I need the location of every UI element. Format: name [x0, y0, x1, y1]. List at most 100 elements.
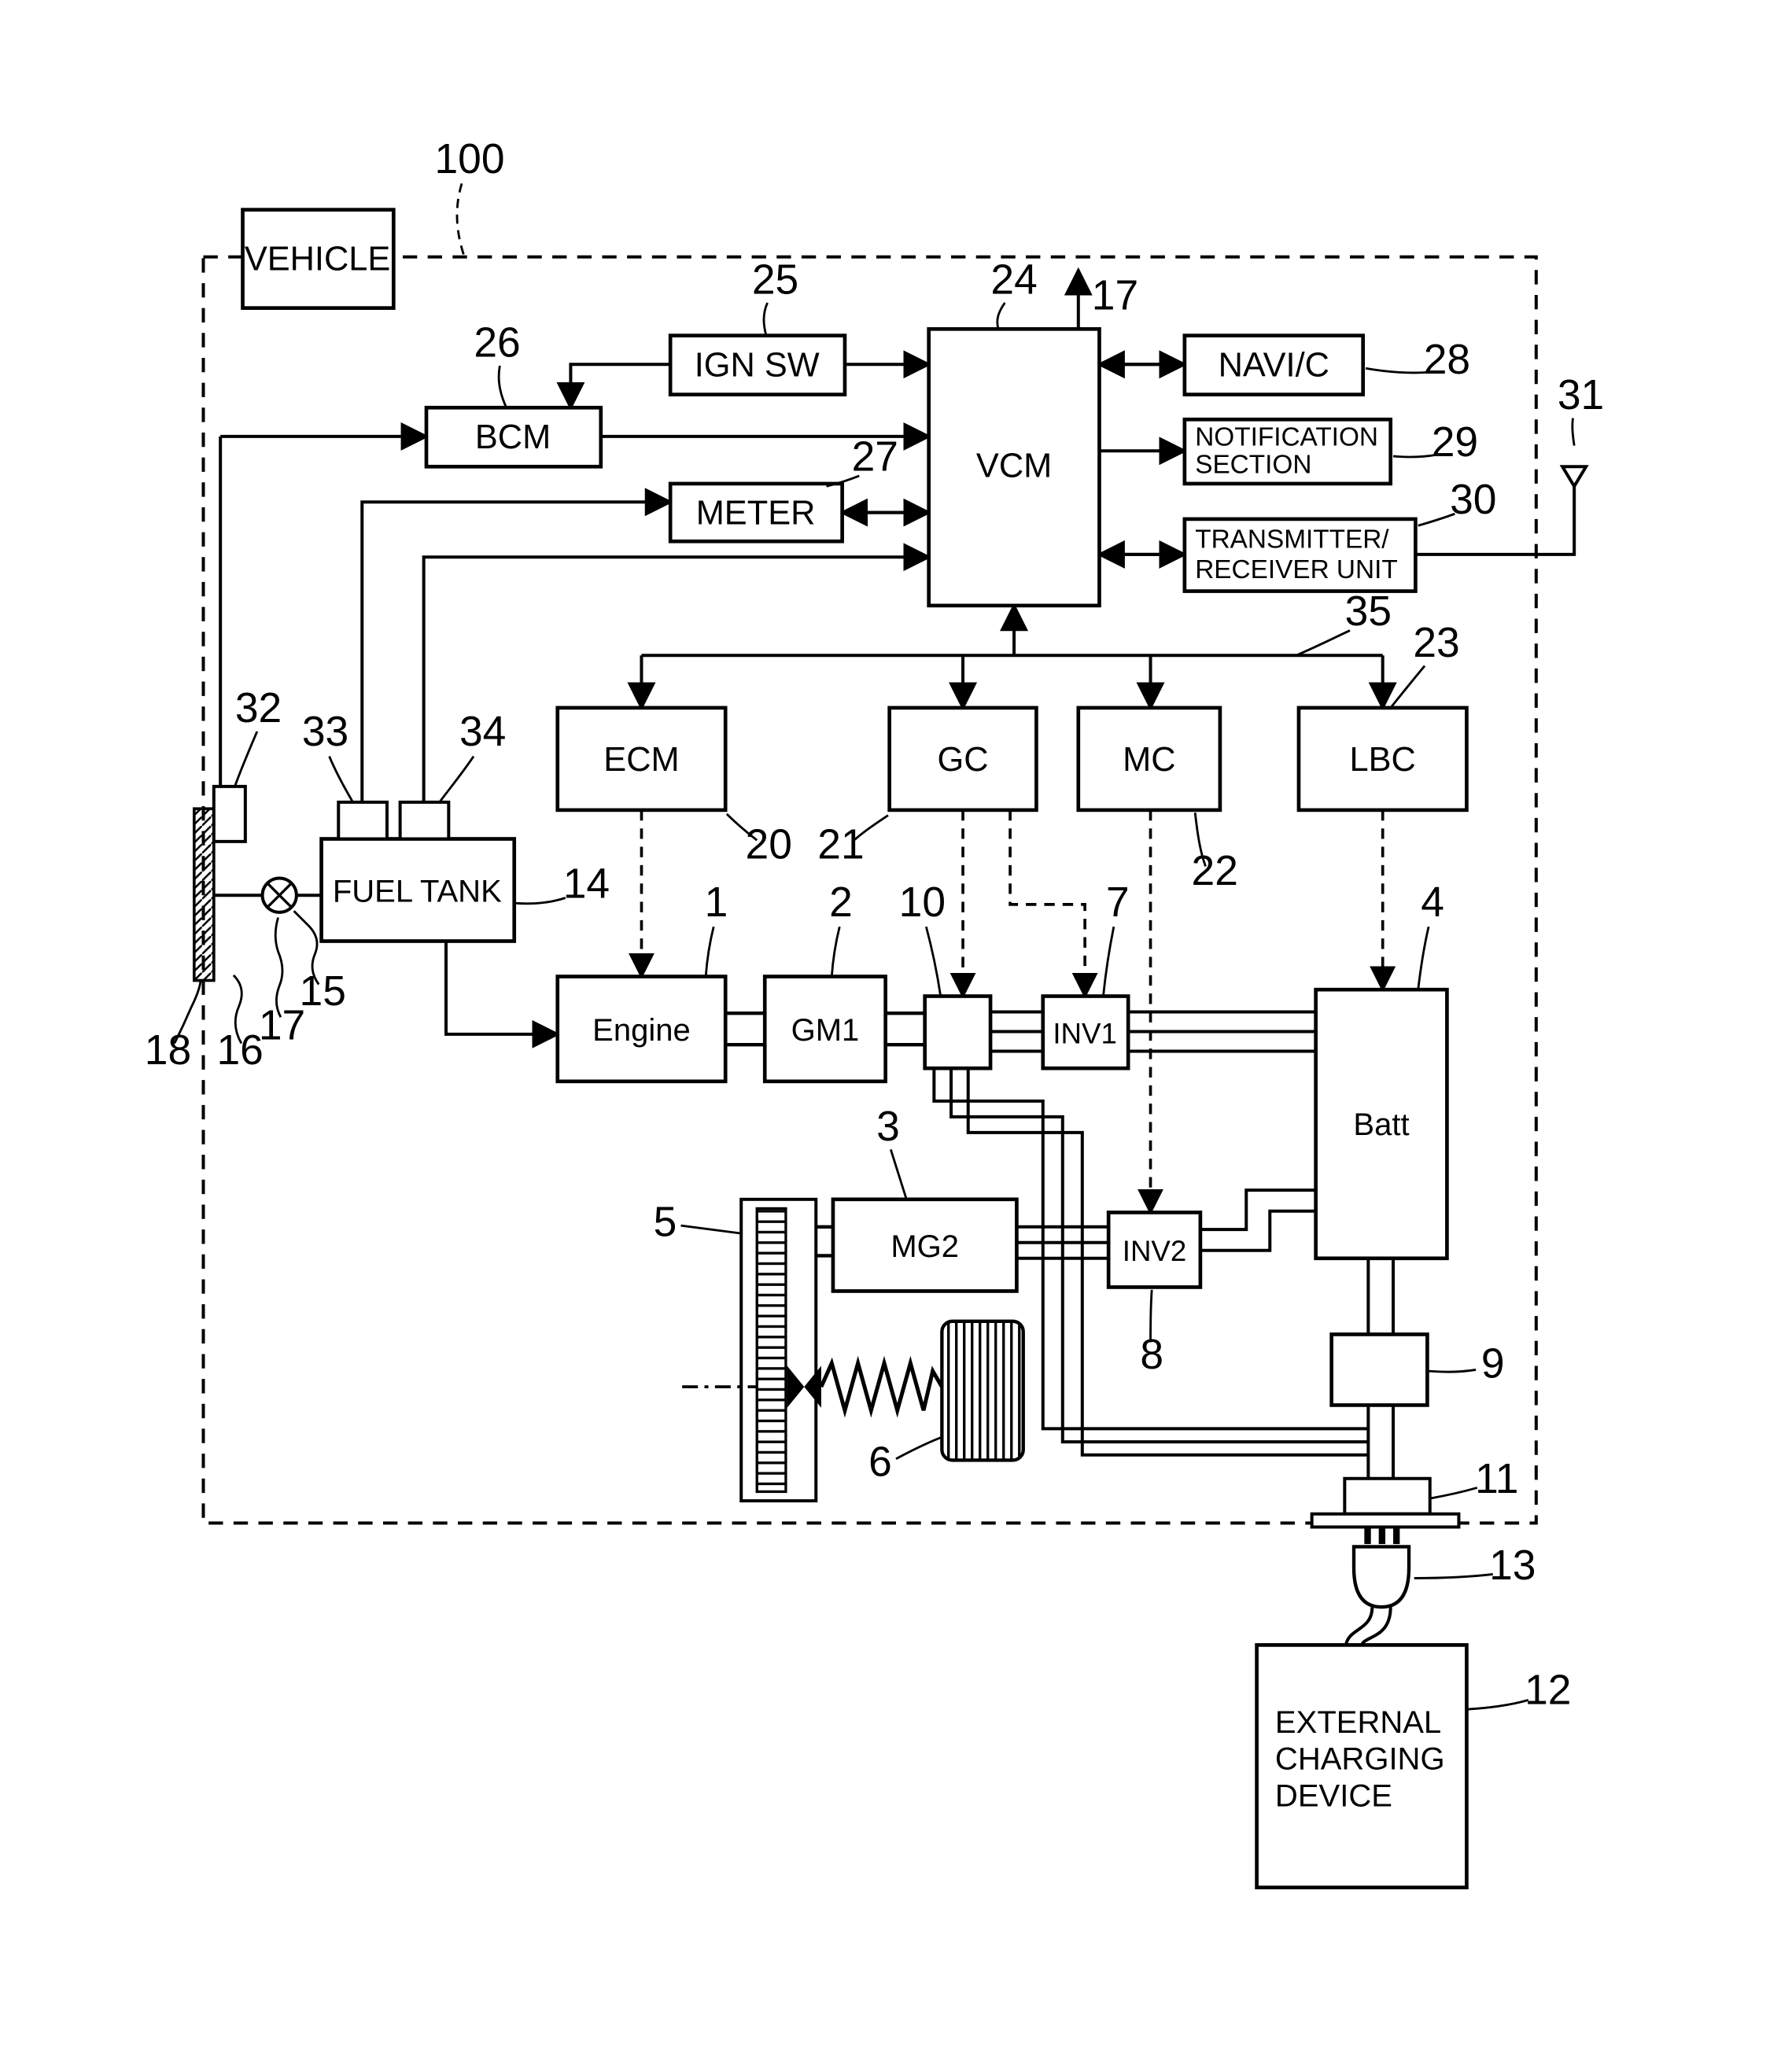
mg2-label: MG2: [890, 1229, 959, 1264]
ref-18: 18: [145, 1027, 191, 1074]
ref-11: 11: [1475, 1456, 1518, 1502]
bcm-label: BCM: [475, 418, 551, 456]
inv2-block: INV2: [1106, 1211, 1203, 1289]
ign-sw-block: IGN SW: [668, 333, 847, 396]
ref-17-vcm-arrow: 17: [1092, 272, 1138, 319]
ign-sw-label: IGN SW: [695, 346, 820, 384]
ref-33: 33: [302, 709, 348, 755]
ref-29: 29: [1432, 419, 1478, 466]
ref-32: 32: [235, 685, 282, 731]
gear-rack: [755, 1207, 787, 1494]
ref-30: 30: [1450, 477, 1496, 523]
filler-lid-plate: [192, 807, 216, 982]
mc-label: MC: [1123, 741, 1175, 779]
component-blocks: VEHICLE IGN SW BCM METER VCM NAVI/C NOTI…: [241, 208, 1469, 1890]
batt-label: Batt: [1353, 1107, 1409, 1142]
lbc-block: LBC: [1296, 706, 1469, 813]
bcm-block: BCM: [424, 405, 603, 469]
lid-opener-unit: [212, 784, 247, 843]
ref-7: 7: [1106, 879, 1130, 926]
fuel-sensor-34: [398, 800, 451, 841]
gm1-label: GM1: [791, 1013, 860, 1048]
gm1-block: GM1: [762, 975, 887, 1084]
inv2-label: INV2: [1123, 1235, 1187, 1267]
engine-block: Engine: [555, 975, 728, 1084]
inv1-block: INV1: [1041, 994, 1130, 1071]
ref-4: 4: [1421, 879, 1444, 926]
junction-10-block: [923, 994, 993, 1071]
ref-21: 21: [817, 822, 864, 868]
lbc-label: LBC: [1350, 741, 1416, 779]
ref-3: 3: [876, 1104, 900, 1150]
fuel-tank-block: FUEL TANK: [319, 800, 517, 943]
ref-9: 9: [1481, 1340, 1505, 1387]
gc-label: GC: [938, 741, 989, 779]
navi-block: NAVI/C: [1182, 333, 1366, 396]
ref-24: 24: [990, 256, 1037, 303]
transmitter-block: TRANSMITTER/ RECEIVER UNIT: [1182, 517, 1418, 593]
ref-31: 31: [1558, 372, 1604, 418]
transmission-assembly: [682, 1197, 1025, 1503]
ref-22: 22: [1192, 848, 1238, 894]
ref-34: 34: [459, 709, 506, 755]
ref-35: 35: [1345, 588, 1392, 635]
ref-12: 12: [1525, 1667, 1571, 1713]
ref-25: 25: [752, 256, 798, 303]
ref-23: 23: [1413, 620, 1459, 666]
ref-1: 1: [705, 879, 728, 926]
external-charging-device-label: EXTERNAL CHARGING DEVICE: [1275, 1705, 1454, 1813]
meter-block: METER: [668, 481, 844, 544]
antenna-icon: [1559, 465, 1589, 490]
ref-14: 14: [563, 861, 610, 908]
external-charging-device-block: EXTERNAL CHARGING DEVICE: [1255, 1643, 1469, 1890]
charge-connector-assembly: [1310, 1476, 1461, 1646]
inv1-label: INV1: [1053, 1018, 1117, 1050]
transmitter-label: TRANSMITTER/ RECEIVER UNIT: [1195, 525, 1397, 584]
fuel-tank-label: FUEL TANK: [333, 875, 502, 909]
ecm-block: ECM: [555, 706, 728, 813]
damper-unit: [940, 1319, 1025, 1462]
notification-label: NOTIFICATION SECTION: [1195, 423, 1385, 480]
batt-block: Batt: [1314, 987, 1449, 1261]
ref-5: 5: [654, 1199, 677, 1245]
ref-100: 100: [435, 136, 505, 182]
ref-16: 16: [217, 1027, 264, 1074]
charge-inlet: [1343, 1476, 1432, 1516]
ref-2: 2: [829, 879, 853, 926]
fuel-filler-assembly: [192, 784, 322, 982]
ref-20: 20: [746, 822, 792, 868]
vehicle-block: VEHICLE: [241, 208, 396, 310]
mg2-block: MG2: [831, 1197, 1019, 1293]
fuel-valve-cross: [267, 883, 293, 908]
meter-label: METER: [696, 495, 816, 532]
charge-plug: [1351, 1545, 1411, 1609]
navi-label: NAVI/C: [1219, 346, 1329, 384]
vcm-block: VCM: [927, 326, 1101, 608]
fuel-sensor-33: [337, 800, 389, 841]
mc-block: MC: [1076, 706, 1222, 813]
plug-prong: [1364, 1528, 1371, 1545]
gc-block: GC: [887, 706, 1038, 813]
plug-prong: [1378, 1528, 1386, 1545]
engine-label: Engine: [592, 1013, 691, 1048]
dashed-control-wires: [628, 809, 1396, 1215]
ref-17-filler: 17: [259, 1003, 305, 1049]
ref-6: 6: [868, 1439, 892, 1485]
ref-26: 26: [474, 319, 520, 366]
coupling-bowtie-left: [787, 1365, 805, 1408]
signal-wires: [219, 267, 1576, 1048]
ref-28: 28: [1424, 337, 1470, 383]
charge-cable: [1360, 1607, 1392, 1646]
ref-13: 13: [1489, 1542, 1536, 1589]
ecm-label: ECM: [603, 741, 679, 779]
ref-10: 10: [899, 879, 946, 926]
ref-15: 15: [300, 968, 346, 1015]
dc-box-9-block: [1329, 1332, 1429, 1407]
coupling-bowtie-right: [804, 1365, 821, 1408]
vcm-label: VCM: [976, 448, 1052, 485]
damper-spring: [819, 1355, 944, 1418]
ref-8: 8: [1140, 1332, 1163, 1378]
leader-lines: [173, 182, 1576, 1711]
